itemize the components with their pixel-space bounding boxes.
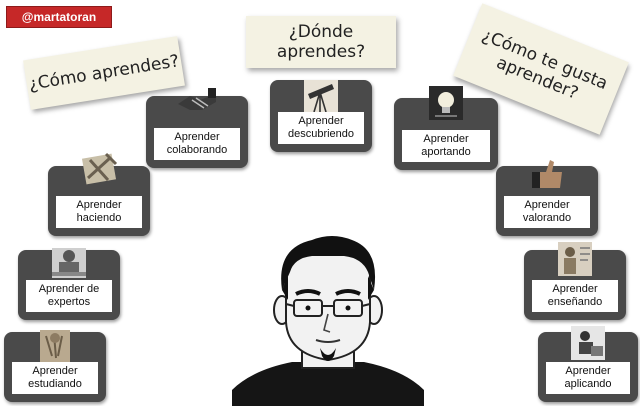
thumbs-up-icon — [524, 154, 570, 192]
box-label: Aprender enseñando — [532, 280, 618, 312]
box-label: Aprender haciendo — [56, 196, 142, 228]
tools-icon — [76, 148, 122, 186]
teacher-icon — [552, 240, 598, 278]
box-line2: aplicando — [564, 378, 612, 390]
box-learn-contributing: Aprender aportando — [394, 86, 498, 170]
box-label: Aprender estudiando — [12, 362, 98, 394]
box-line1: Aprender de — [38, 283, 100, 295]
note-where-text: ¿Dónde aprendes? — [276, 22, 366, 62]
author-tag: @martatoran — [6, 6, 112, 28]
box-line2: estudiando — [28, 378, 82, 390]
lightbulb-icon — [423, 84, 469, 122]
face-illustration — [232, 230, 424, 406]
box-line1: Aprender — [423, 133, 469, 145]
handshake-icon — [174, 82, 220, 120]
telescope-icon — [298, 78, 344, 116]
box-learn-by-doing: Aprender haciendo — [48, 152, 150, 236]
box-line2: colaborando — [166, 144, 228, 156]
box-line1: Aprender — [298, 115, 344, 127]
box-label: Aprender valorando — [504, 196, 590, 228]
box-learn-discovering: Aprender descubriendo — [270, 80, 372, 152]
box-learn-collaborating: Aprender colaborando — [146, 88, 248, 168]
box-learn-teaching: Aprender enseñando — [524, 242, 626, 320]
box-line2: valorando — [522, 212, 572, 224]
expert-icon — [46, 242, 92, 280]
box-line2: descubriendo — [287, 128, 355, 140]
box-learn-studying: Aprender estudiando — [4, 330, 106, 402]
worker-icon — [565, 324, 611, 362]
box-line1: Aprender — [76, 199, 122, 211]
box-line2: aportando — [421, 146, 471, 158]
box-label: Aprender descubriendo — [278, 112, 364, 144]
box-learn-valuing: Aprender valorando — [496, 160, 598, 236]
box-line1: Aprender — [552, 283, 598, 295]
studying-icon — [32, 326, 78, 364]
box-line1: Aprender — [565, 365, 611, 377]
note-where-do-you-learn: ¿Dónde aprendes? — [246, 16, 396, 68]
note-how-text: ¿Cómo aprendes? — [27, 51, 181, 95]
box-line1: Aprender — [32, 365, 78, 377]
box-line1: Aprender — [174, 131, 220, 143]
box-line2: haciendo — [76, 212, 122, 224]
box-label: Aprender aportando — [402, 130, 490, 162]
box-line2: expertos — [47, 296, 91, 308]
box-label: Aprender de expertos — [26, 280, 112, 312]
box-line1: Aprender — [524, 199, 570, 211]
box-label: Aprender aplicando — [546, 362, 630, 394]
box-label: Aprender colaborando — [154, 128, 240, 160]
box-learn-applying: Aprender aplicando — [538, 326, 638, 402]
box-line2: enseñando — [547, 296, 603, 308]
box-learn-from-experts: Aprender de expertos — [18, 248, 120, 320]
